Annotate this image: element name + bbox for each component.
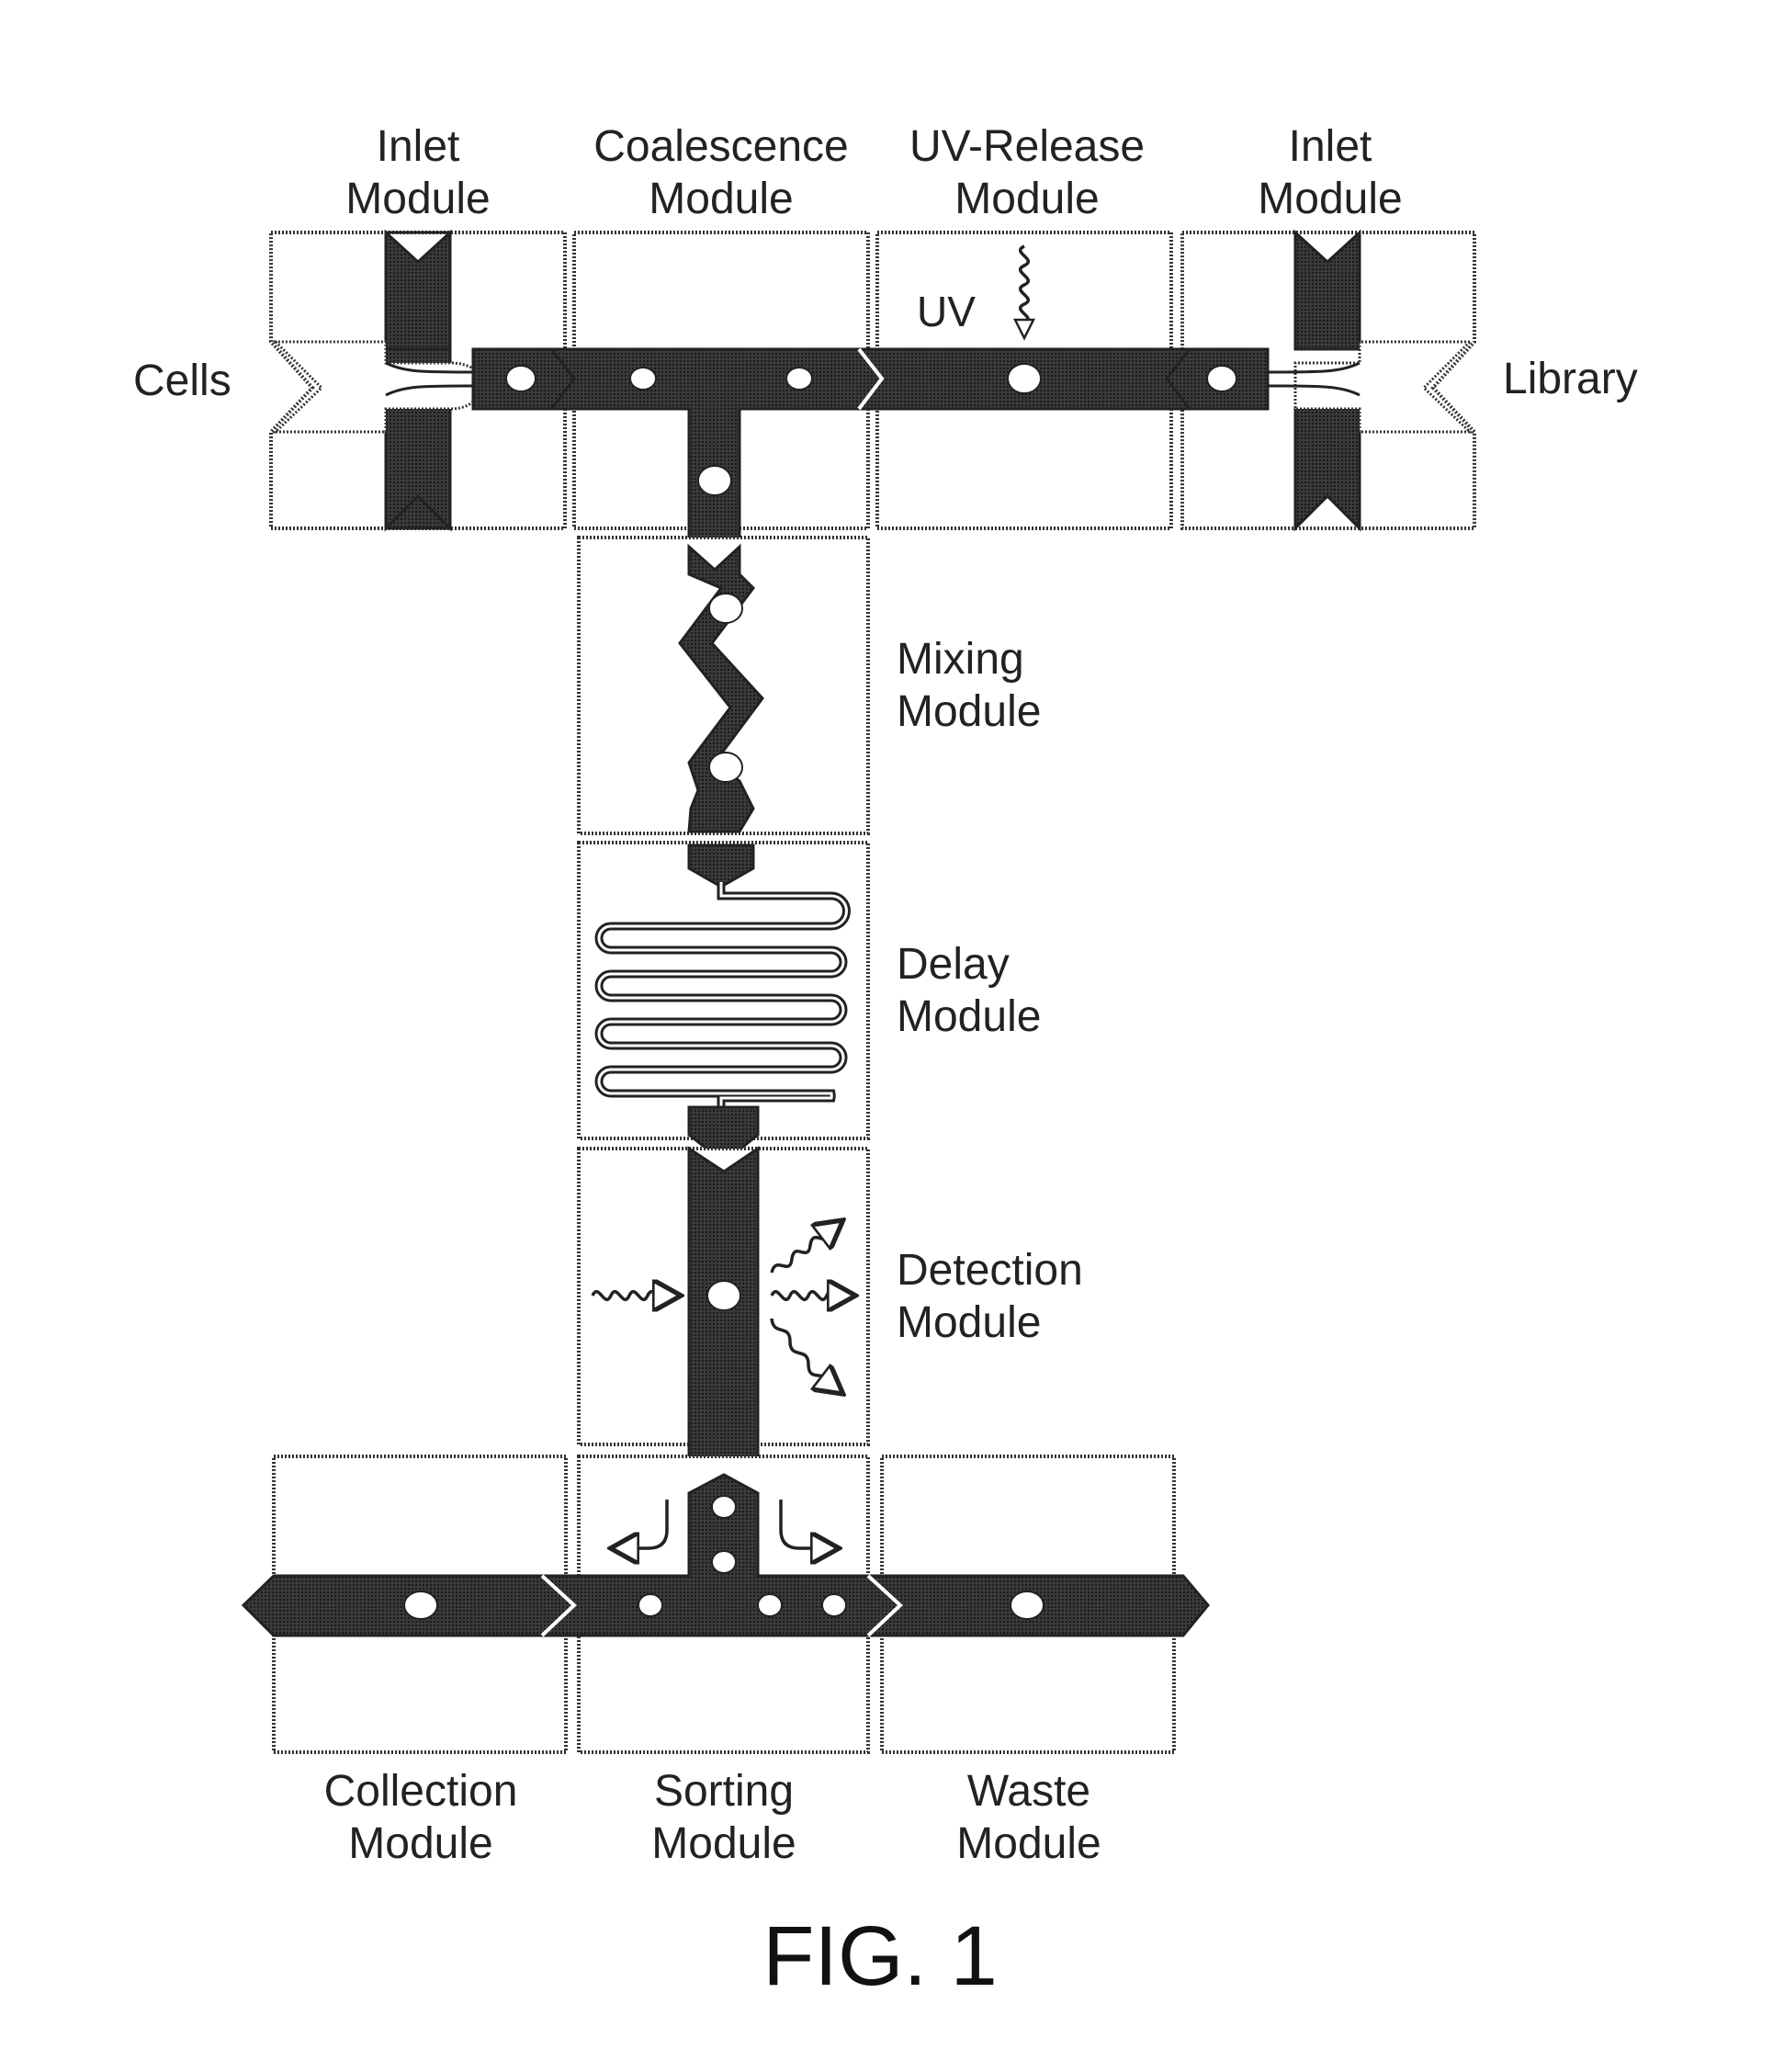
inlet-right-label-line2: Module <box>1258 175 1402 223</box>
droplet <box>698 466 731 495</box>
droplet <box>822 1594 846 1616</box>
figure-caption: FIG. 1 <box>762 1909 998 2003</box>
droplet <box>638 1594 662 1616</box>
detection-label-line2: Module <box>897 1298 1041 1347</box>
droplet <box>709 753 742 782</box>
droplet <box>712 1496 736 1518</box>
inlet-right-label-line1: Inlet <box>1289 122 1372 171</box>
droplet <box>709 594 742 623</box>
waste-label-line2: Module <box>956 1819 1101 1868</box>
mixing-module <box>579 538 868 833</box>
droplet <box>1011 1591 1044 1619</box>
mixing-label-line2: Module <box>897 687 1041 736</box>
delay-module <box>579 843 868 1162</box>
delay-label-line1: Delay <box>897 940 1010 989</box>
inlet-left-label-line1: Inlet <box>377 122 460 171</box>
uv-release-label-line2: Module <box>954 175 1099 223</box>
droplet <box>506 366 536 391</box>
cells-label: Cells <box>133 357 231 405</box>
mixing-label-line1: Mixing <box>897 635 1024 684</box>
detection-label-line1: Detection <box>897 1246 1083 1295</box>
droplet <box>758 1594 782 1616</box>
droplet <box>1008 364 1041 393</box>
droplet <box>1207 366 1236 391</box>
waste-label-line1: Waste <box>967 1767 1090 1816</box>
droplet <box>630 368 656 390</box>
coalescence-label-line1: Coalescence <box>593 122 849 171</box>
droplet <box>404 1591 437 1619</box>
uv-release-label-line1: UV-Release <box>909 122 1145 171</box>
droplet <box>712 1551 736 1573</box>
uv-label: UV <box>917 288 976 335</box>
sorting-label-line2: Module <box>651 1819 796 1868</box>
delay-label-line2: Module <box>897 992 1041 1041</box>
inlet-left-label-line2: Module <box>345 175 490 223</box>
library-label: Library <box>1503 355 1638 403</box>
collection-label-line2: Module <box>348 1819 492 1868</box>
droplet <box>707 1281 740 1310</box>
collection-label-line1: Collection <box>324 1767 518 1816</box>
droplet <box>786 368 812 390</box>
coalescence-label-line2: Module <box>649 175 793 223</box>
sorting-label-line1: Sorting <box>654 1767 794 1816</box>
detection-module <box>579 1149 868 1493</box>
